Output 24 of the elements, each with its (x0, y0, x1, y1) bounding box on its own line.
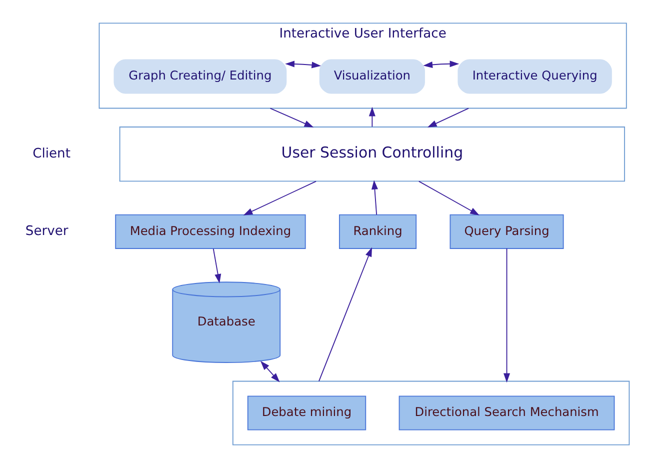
node-box: Ranking (338, 214, 417, 248)
arrow (418, 180, 480, 215)
node-box: Directional Search Mechanism (398, 395, 615, 430)
node-box: User Session Controlling (119, 126, 626, 182)
node-box: Visualization (319, 58, 425, 94)
node-box: Query Parsing (450, 214, 564, 248)
arrow (371, 180, 378, 215)
arrow (285, 60, 322, 68)
arrow (318, 246, 372, 382)
arrow (243, 180, 317, 215)
arrow (212, 248, 222, 283)
cluster (232, 380, 630, 445)
arrow (423, 60, 460, 68)
arrow (260, 360, 280, 382)
arrow (368, 106, 376, 127)
arrow (504, 248, 510, 382)
node-box: Graph Creating/ Editing (114, 58, 287, 94)
arrow (427, 107, 470, 127)
node-box: Debate mining (247, 395, 366, 430)
arrow (270, 107, 314, 127)
node-box: Interactive Querying (458, 58, 612, 94)
node-box: Media Processing Indexing (115, 214, 306, 248)
label: Server (25, 224, 68, 239)
label: Client (32, 146, 70, 162)
